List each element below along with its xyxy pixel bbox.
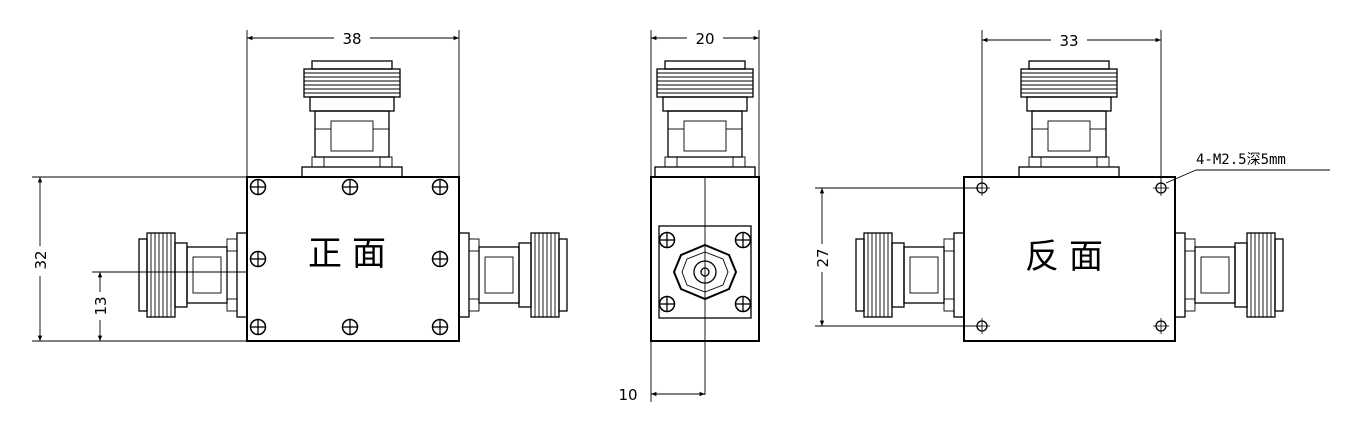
side-view: 20 10 bbox=[618, 28, 760, 404]
dim-front-height: 32 bbox=[32, 250, 50, 269]
front-view: 正面 38 32 13 bbox=[30, 28, 568, 342]
dim-side-offset: 10 bbox=[618, 386, 637, 404]
dim-back-height: 27 bbox=[814, 248, 832, 267]
back-view: 反面 33 27 4-M2.5深5mm bbox=[812, 30, 1330, 342]
hole-note: 4-M2.5深5mm bbox=[1196, 152, 1286, 168]
dim-side-width: 20 bbox=[695, 30, 714, 48]
dim-front-width: 38 bbox=[342, 30, 361, 48]
front-label: 正面 bbox=[308, 234, 396, 274]
dim-front-port: 13 bbox=[92, 296, 110, 315]
dim-back-width: 33 bbox=[1059, 32, 1078, 50]
back-label: 反面 bbox=[1025, 237, 1113, 277]
